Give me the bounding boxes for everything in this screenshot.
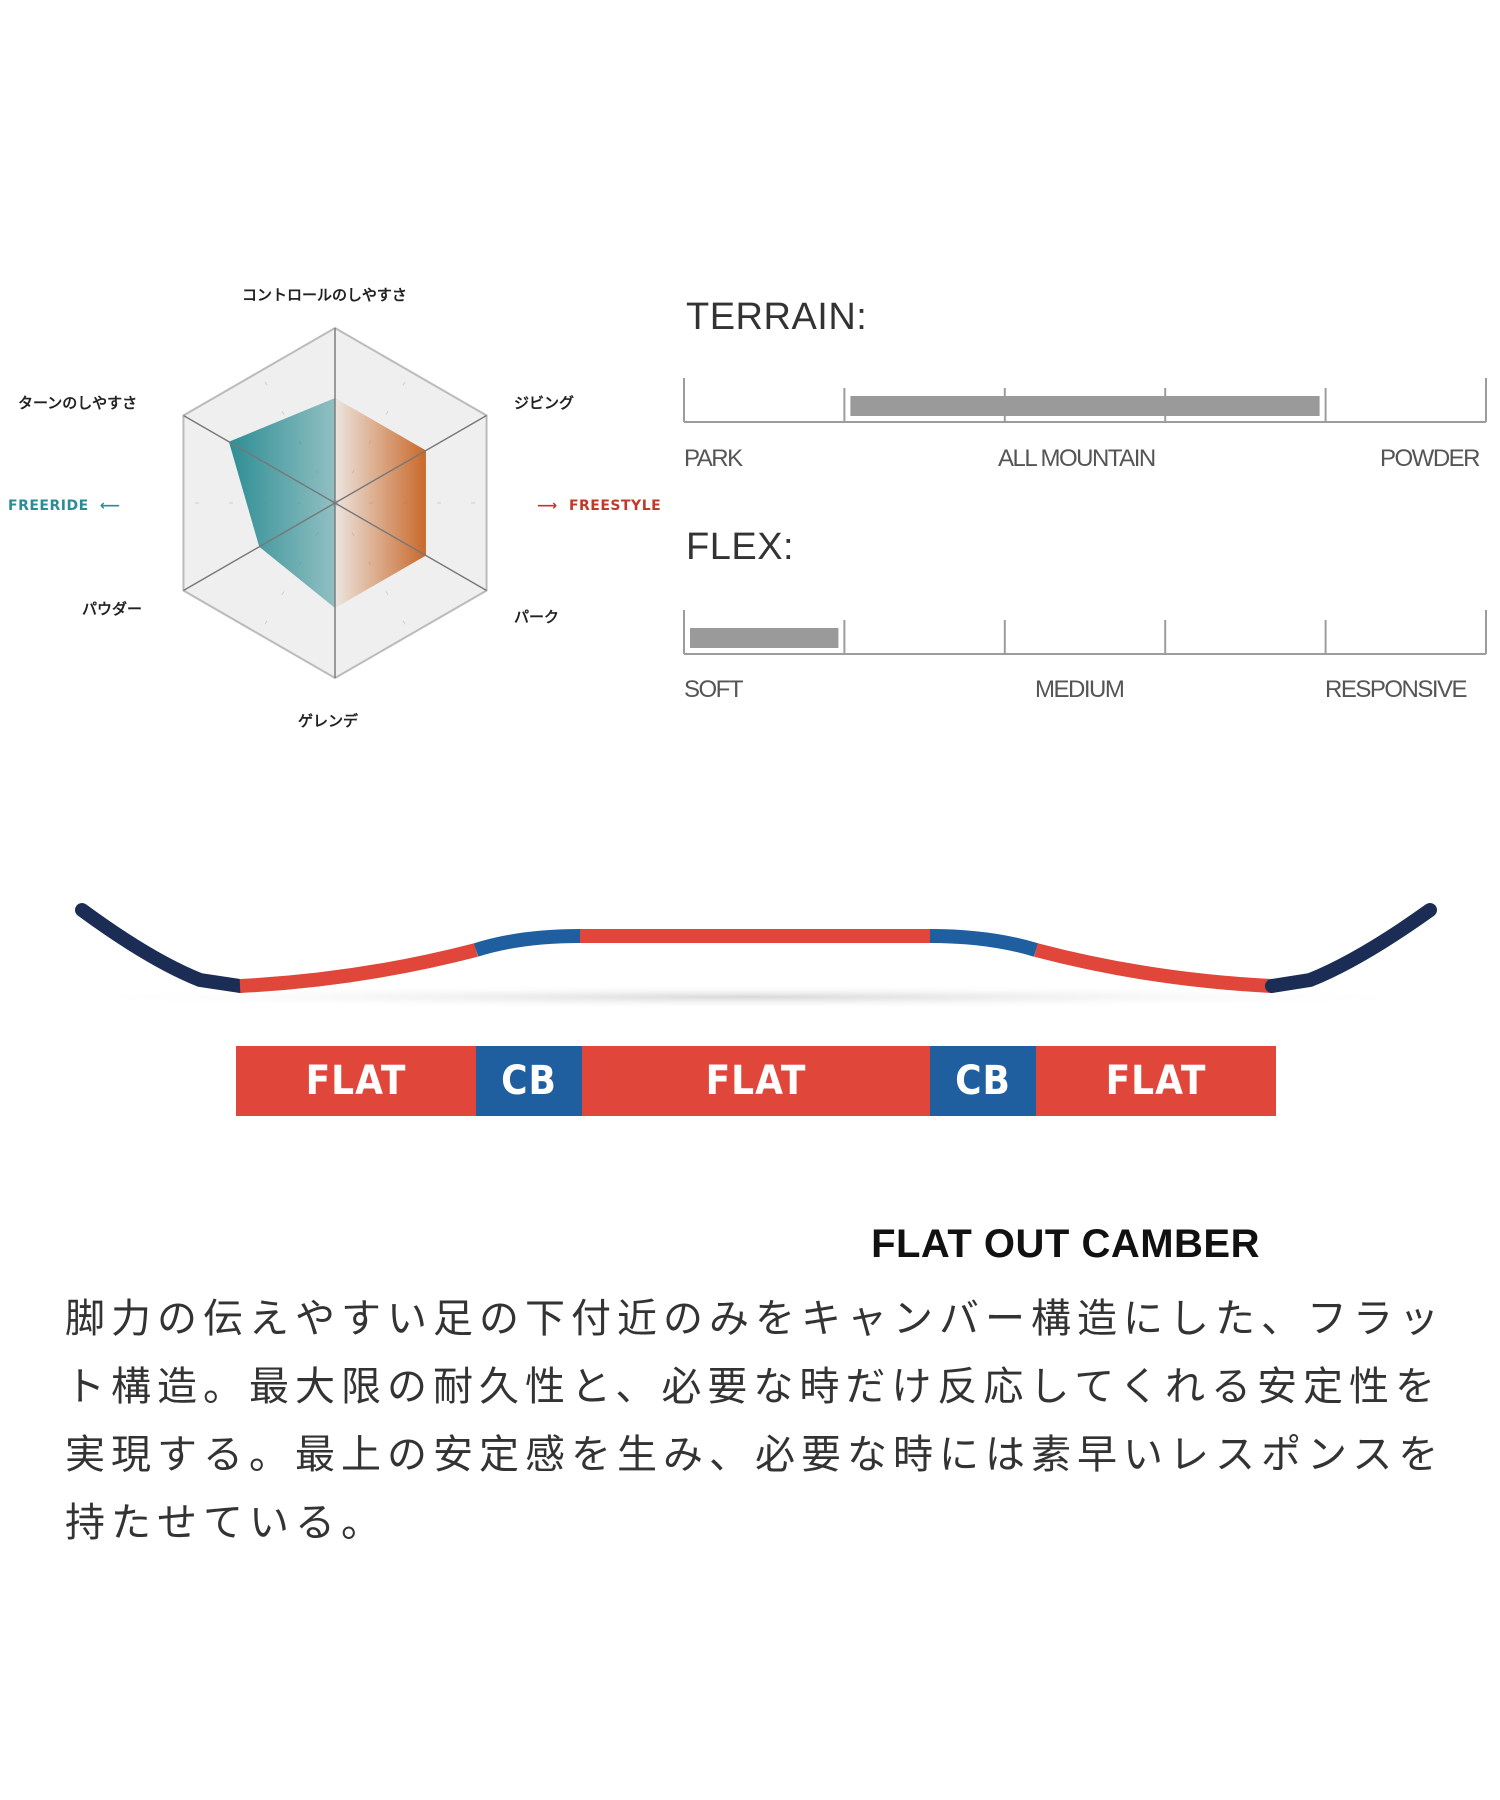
segment-camber-nose: CB (476, 1046, 582, 1116)
terrain-bar (683, 378, 1487, 423)
radar-axis-powder: パウダー (82, 600, 143, 618)
radar-axis-turning: ターンのしやすさ (18, 394, 138, 412)
flex-label-responsive: RESPONSIVE (1325, 676, 1468, 703)
board-shadow (50, 985, 1450, 1009)
radar-axis-jibbing: ジビング (514, 394, 575, 412)
board-flat-nose (239, 943, 478, 993)
segment-camber-tail: CB (930, 1046, 1036, 1116)
arrow-right-icon: ⟶ (537, 498, 558, 514)
board-nose (75, 903, 247, 993)
board-flat-tail (1034, 943, 1273, 993)
board-tail (1265, 903, 1437, 993)
profile-title: FLAT OUT CAMBER (871, 1222, 1260, 1266)
freeride-area (228, 398, 335, 608)
board-profile-svg (50, 903, 1450, 1009)
flex-range-fill (690, 628, 839, 648)
radar-axis-park: パーク (514, 608, 560, 626)
terrain-range-fill (850, 396, 1320, 416)
freestyle-label: ⟶ FREESTYLE (537, 498, 661, 514)
flex-ticks (683, 610, 1487, 654)
radar-axis-control: コントロールのしやすさ (242, 286, 407, 304)
profile-description: 脚力の伝えやすい足の下付近のみをキャンバー構造にした、フラット構造。最大限の耐久… (65, 1296, 1445, 1546)
radar-spokes-overlay (183, 328, 487, 678)
freestyle-label-text: FREESTYLE (568, 498, 662, 514)
segment-flat-center: FLAT (582, 1046, 930, 1116)
segment-flat-tail: FLAT (1036, 1046, 1276, 1116)
radar-spoke (183, 414, 487, 592)
board-camber-nose (473, 929, 581, 957)
segment-flat-nose: FLAT (236, 1046, 476, 1116)
flex-title: FLEX: (686, 526, 795, 568)
freeride-label: FREERIDE ⟵ (8, 498, 121, 514)
arrow-left-icon: ⟵ (100, 498, 121, 514)
terrain-label-park: PARK (684, 445, 743, 472)
radar-svg (182, 326, 488, 680)
freeride-label-text: FREERIDE (8, 498, 89, 514)
flex-label-medium: MEDIUM (1035, 676, 1125, 703)
flex-bar (683, 610, 1487, 655)
terrain-label-powder: POWDER (1380, 445, 1481, 472)
freestyle-area (335, 398, 426, 608)
terrain-label-all-mountain: ALL MOUNTAIN (998, 445, 1156, 472)
terrain-title: TERRAIN: (686, 296, 868, 338)
board-camber-tail (929, 929, 1039, 957)
radar-axis-piste: ゲレンデ (298, 712, 359, 730)
flex-label-soft: SOFT (684, 676, 744, 703)
